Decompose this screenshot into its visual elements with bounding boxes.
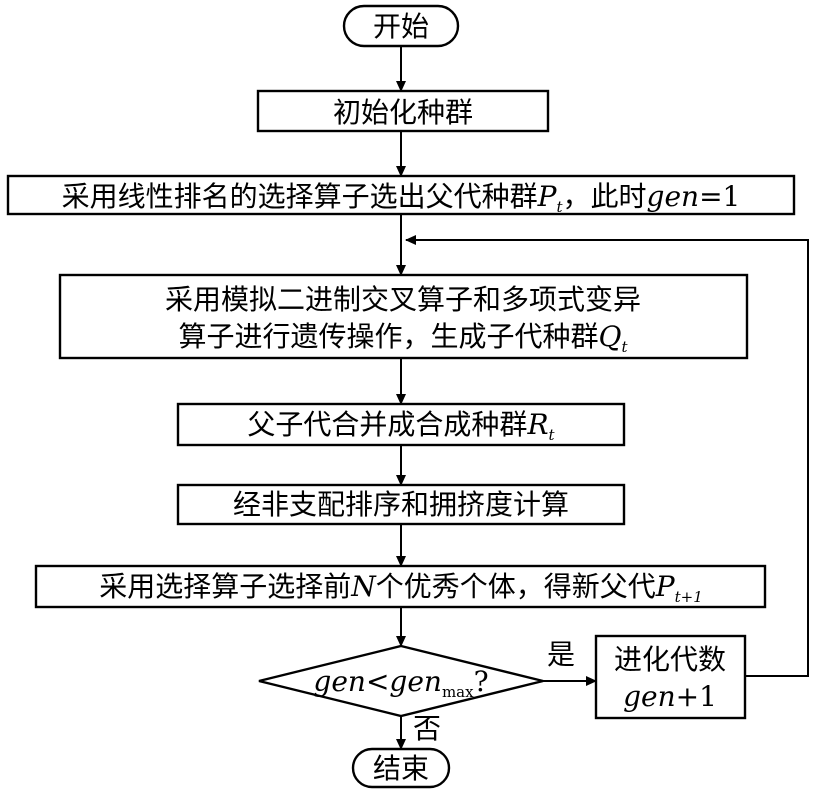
select-best-text: 采用选择算子选择前N个优秀个体，得新父代Pt+1 [99,570,703,606]
genetic-ops-sub: t [621,338,628,356]
select-parents-tail: ，此时 [563,180,647,213]
merge-label: 父子代合并成合成种群 [247,408,527,441]
start-node: 开始 [342,4,460,48]
select-best-sub2: t+1 [675,588,703,606]
select-parents-node: 采用线性排名的选择算子选出父代种群Pt，此时gen=1 [6,174,796,216]
merge-text: 父子代合并成合成种群Rt [247,408,555,444]
yes-label: 是 [547,638,575,671]
merge-sub: t [549,426,556,444]
decision-var2: gen [389,665,442,698]
select-best-mid: 个优秀个体，得新父代 [376,570,656,603]
start-label: 开始 [373,10,429,43]
select-parents-tail-eq: =1 [699,180,740,213]
sort-node: 经非支配排序和拥挤度计算 [176,483,626,526]
genetic-ops-var: Q [599,320,622,353]
genetic-ops-line2-text: 算子进行遗传操作，生成子代种群Qt [178,320,628,356]
genetic-ops-line2: 算子进行遗传操作，生成子代种群 [178,320,598,353]
evolve-line1: 进化代数 [614,643,726,676]
genetic-ops-line1: 采用模拟二进制交叉算子和多项式变异 [165,283,641,316]
decision-q: ? [474,665,489,698]
select-parents-var: P [537,180,558,213]
end-label: 结束 [373,752,429,785]
select-parents-sub: t [557,198,564,216]
decision-var: gen [313,665,366,698]
genetic-ops-node: 采用模拟二进制交叉算子和多项式变异 算子进行遗传操作，生成子代种群Qt [58,273,749,360]
no-label: 否 [413,712,441,745]
evolve-node: 进化代数 gen+1 [594,634,747,720]
select-best-var: N [350,570,377,603]
evolve-line2-text: gen+1 [623,680,717,713]
evolve-op: +1 [676,680,717,713]
select-parents-text: 采用线性排名的选择算子选出父代种群Pt，此时gen=1 [62,180,741,216]
end-node: 结束 [351,747,451,789]
evolve-var: gen [623,680,676,713]
select-best-label: 采用选择算子选择前 [99,570,351,603]
decision-op: < [366,665,389,698]
select-best-var2: P [655,570,676,603]
select-best-node: 采用选择算子选择前N个优秀个体，得新父代Pt+1 [34,564,767,609]
merge-node: 父子代合并成合成种群Rt [176,402,626,447]
init-node: 初始化种群 [256,89,550,133]
arrow-loop-back [405,235,809,677]
decision-sub: max [442,683,474,701]
select-parents-tail-var: gen [647,180,700,213]
select-parents-label: 采用线性排名的选择算子选出父代种群 [62,180,538,213]
merge-var: R [526,408,548,441]
sort-label: 经非支配排序和拥挤度计算 [233,488,569,521]
decision-node: gen<genmax? [258,644,544,718]
init-label: 初始化种群 [333,96,473,129]
decision-text: gen<genmax? [313,665,488,701]
